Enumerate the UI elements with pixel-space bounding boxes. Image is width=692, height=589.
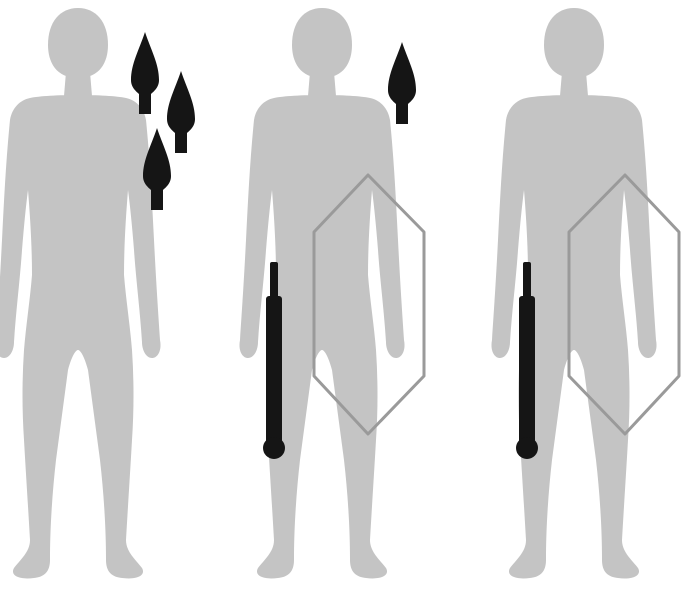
figure-with-sword-and-shield <box>239 8 404 578</box>
spearhead-icon <box>388 42 416 124</box>
figure-with-sword-and-shield-2 <box>491 8 656 578</box>
human-silhouette-icon <box>239 8 404 578</box>
figure-unarmed <box>0 8 161 578</box>
human-silhouette-icon <box>0 8 161 578</box>
spearhead-icon <box>167 71 195 153</box>
spearhead-icon <box>131 32 159 114</box>
human-silhouette-icon <box>491 8 656 578</box>
